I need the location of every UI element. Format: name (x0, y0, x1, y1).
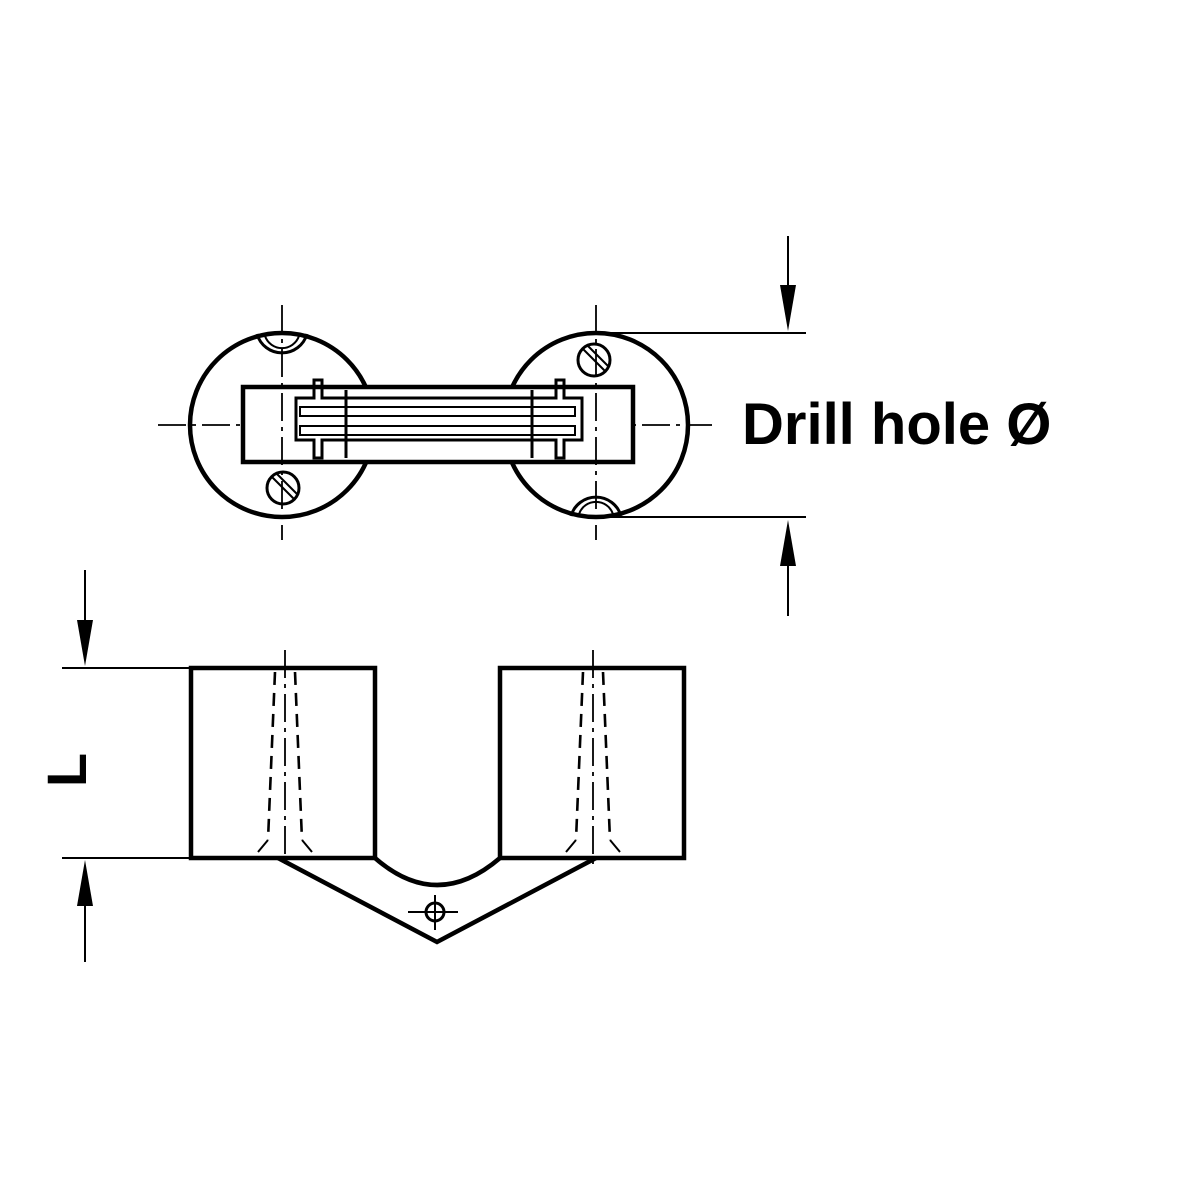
drill-hole-arrow-bottom (780, 520, 796, 566)
right-screw-icon (576, 342, 612, 378)
v-bracket (276, 856, 598, 945)
length-arrow-top (77, 620, 93, 666)
left-top-screw-recess-inner (264, 335, 300, 350)
side-view: L (35, 570, 687, 962)
center-arc (373, 856, 502, 888)
right-screw-hidden-edge-2 (601, 671, 612, 841)
length-arrow-bottom (77, 860, 93, 906)
pivot-icon (408, 895, 458, 930)
slide-rail-lower (299, 425, 576, 436)
slide-rail-upper (299, 406, 576, 417)
left-top-screw-recess (255, 333, 309, 355)
drill-hole-label: Drill hole Ø (742, 392, 1051, 457)
left-screw-hidden-edge-2 (293, 671, 304, 841)
right-bottom-screw-recess (569, 495, 623, 517)
left-screw-hidden-edge-1 (266, 671, 277, 841)
right-bottom-screw-recess-inner (578, 500, 614, 515)
right-block (497, 665, 687, 861)
right-screw-head (565, 839, 621, 853)
inner-slide-frame (294, 378, 584, 460)
left-screw-icon (265, 470, 301, 506)
drill-hole-arrow-top (780, 285, 796, 331)
left-screw-head (257, 839, 313, 853)
left-block (188, 665, 378, 861)
length-label: L (35, 753, 98, 787)
right-screw-hidden-edge-1 (574, 671, 585, 841)
top-view: Drill hole Ø (158, 236, 1051, 616)
